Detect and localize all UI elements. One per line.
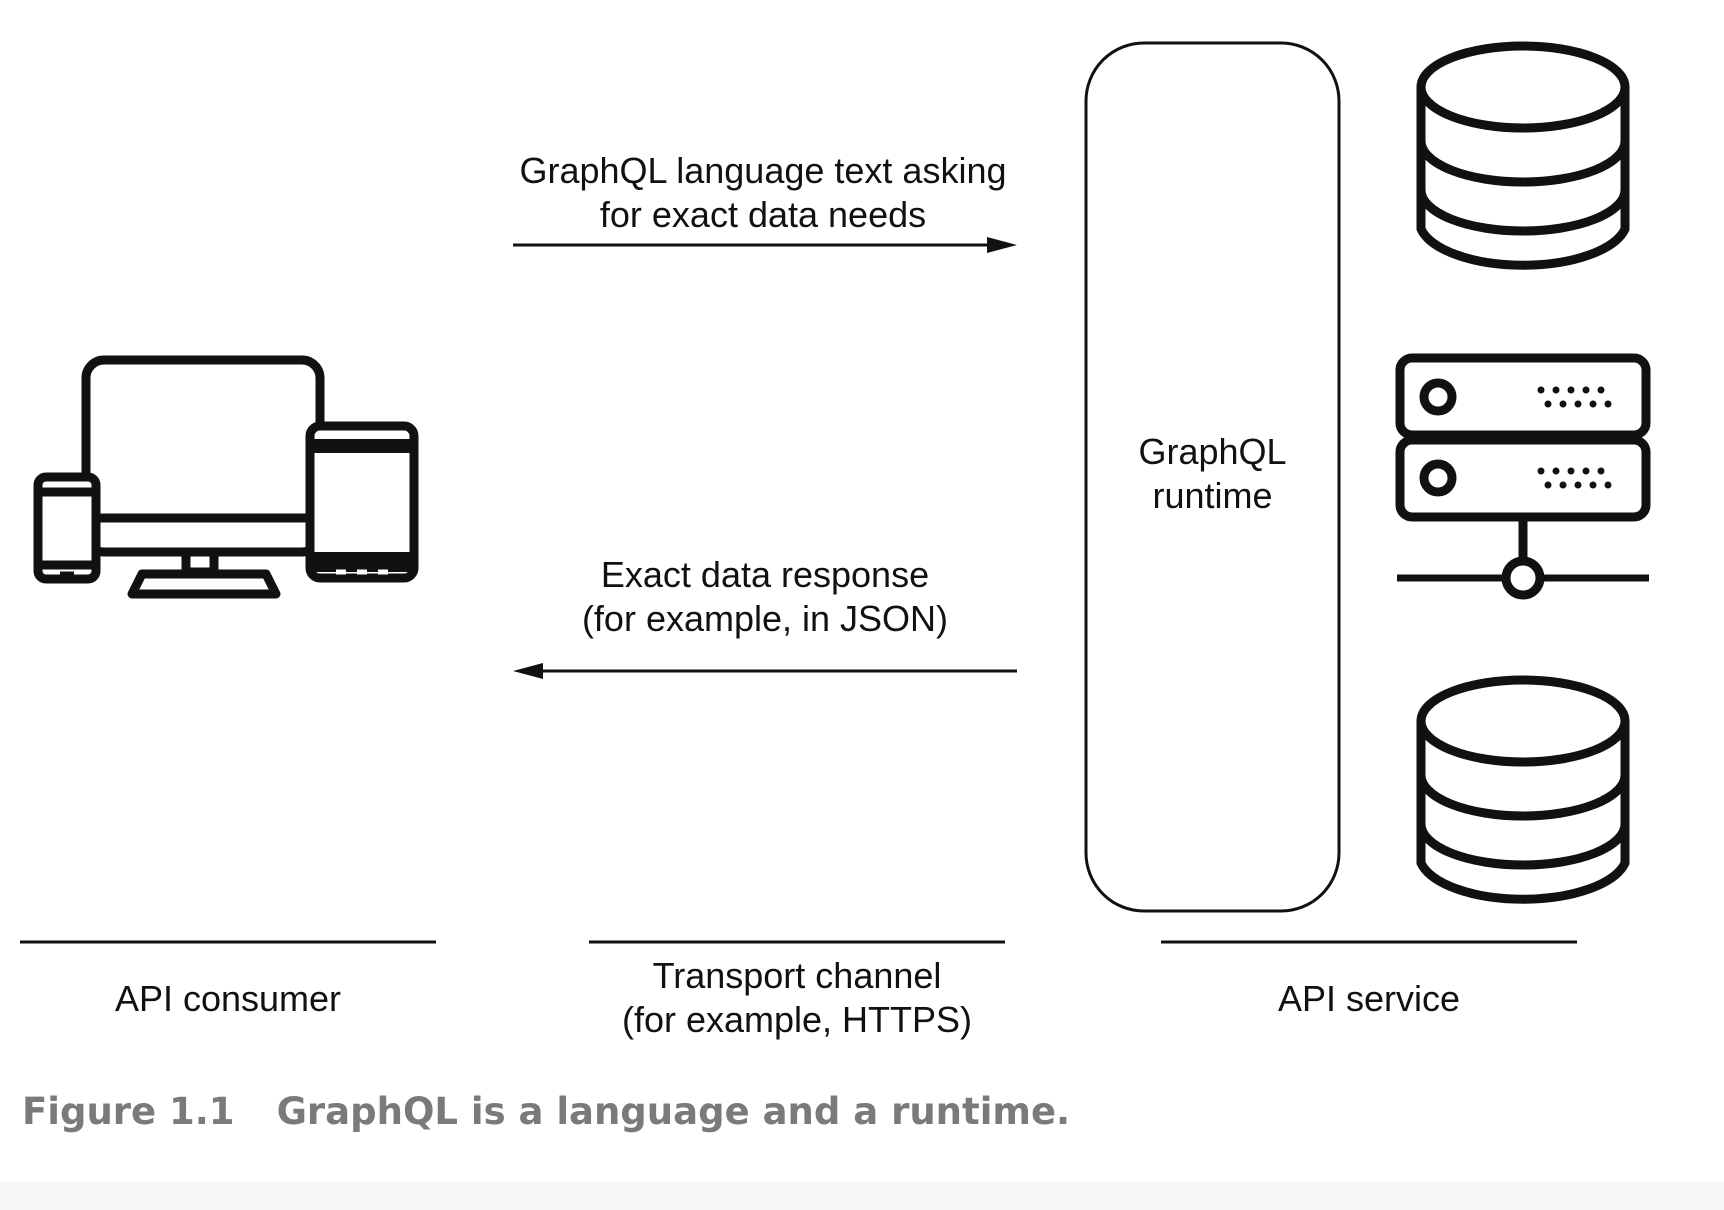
figure-caption-text: GraphQL is a language and a runtime. xyxy=(276,1090,1071,1133)
figure-number: Figure 1.1 xyxy=(22,1090,235,1133)
server-dots xyxy=(1537,386,1612,489)
runtime-label: GraphQL runtime xyxy=(1138,431,1287,516)
request-arrow xyxy=(513,237,1017,253)
api-service-label: API service xyxy=(1277,978,1461,1019)
database-icon xyxy=(1416,675,1630,904)
figure-caption: Figure 1.1 GraphQL is a language and a ru… xyxy=(22,1090,1070,1133)
api-consumer-label: API consumer xyxy=(114,978,342,1019)
runtime-box xyxy=(1084,41,1341,913)
request-label: GraphQL language text asking for exact d… xyxy=(519,150,1007,235)
transport-label: Transport channel (for example, HTTPS) xyxy=(621,955,973,1040)
server-icon xyxy=(1395,353,1651,600)
devices-icon xyxy=(33,355,419,599)
response-arrow xyxy=(513,663,1017,679)
bottom-band xyxy=(0,1182,1724,1210)
response-label: Exact data response (for example, in JSO… xyxy=(581,554,949,639)
database-icon xyxy=(1416,41,1630,270)
